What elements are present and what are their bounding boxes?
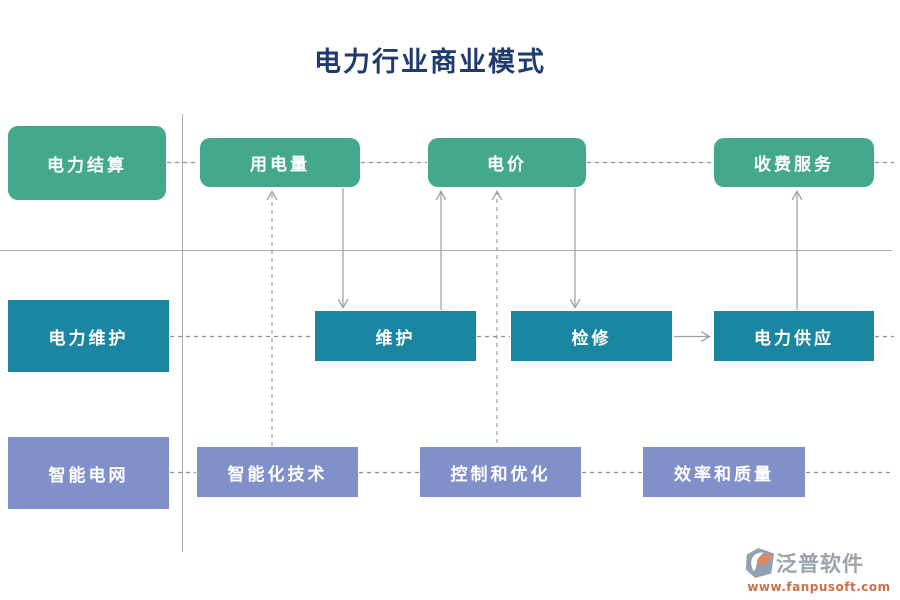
row-dashed-lines xyxy=(167,161,894,474)
node-power-supply: 电力供应 xyxy=(714,311,874,361)
node-power-consumption: 用电量 xyxy=(200,138,360,187)
lane-electricity-settlement: 电力结算 xyxy=(8,126,166,200)
diagram-title: 电力行业商业模式 xyxy=(314,47,546,78)
brand-website: www.fanpusoft.com xyxy=(747,580,891,594)
flow-arrows xyxy=(266,188,803,446)
node-intelligent-technology: 智能化技术 xyxy=(197,447,358,497)
fanpu-logo-icon xyxy=(745,547,775,579)
node-label: 用电量 xyxy=(250,155,310,175)
node-label: 收费服务 xyxy=(754,155,834,175)
node-charging-service: 收费服务 xyxy=(714,138,874,187)
brand-name: 泛普软件 xyxy=(776,550,864,576)
node-label: 效率和质量 xyxy=(674,464,774,485)
node-efficiency-quality: 效率和质量 xyxy=(643,447,805,497)
node-label: 维护 xyxy=(375,328,416,349)
lane-label: 智能电网 xyxy=(48,465,129,486)
node-control-optimization: 控制和优化 xyxy=(420,447,581,497)
node-overhaul: 检修 xyxy=(511,311,672,361)
node-label: 电价 xyxy=(487,155,527,175)
brand-watermark: 泛普软件 www.fanpusoft.com xyxy=(744,547,894,594)
node-label: 检修 xyxy=(571,328,612,349)
node-label: 电力供应 xyxy=(754,328,834,349)
node-maintenance: 维护 xyxy=(315,311,476,361)
lane-frame xyxy=(0,114,892,552)
lane-label: 电力结算 xyxy=(47,155,127,176)
lane-label: 电力维护 xyxy=(48,328,129,349)
lane-power-maintenance: 电力维护 xyxy=(8,300,169,372)
node-label: 控制和优化 xyxy=(450,464,551,485)
node-label: 智能化技术 xyxy=(227,464,328,485)
node-electricity-price: 电价 xyxy=(428,138,586,187)
lane-smart-grid: 智能电网 xyxy=(8,437,169,509)
